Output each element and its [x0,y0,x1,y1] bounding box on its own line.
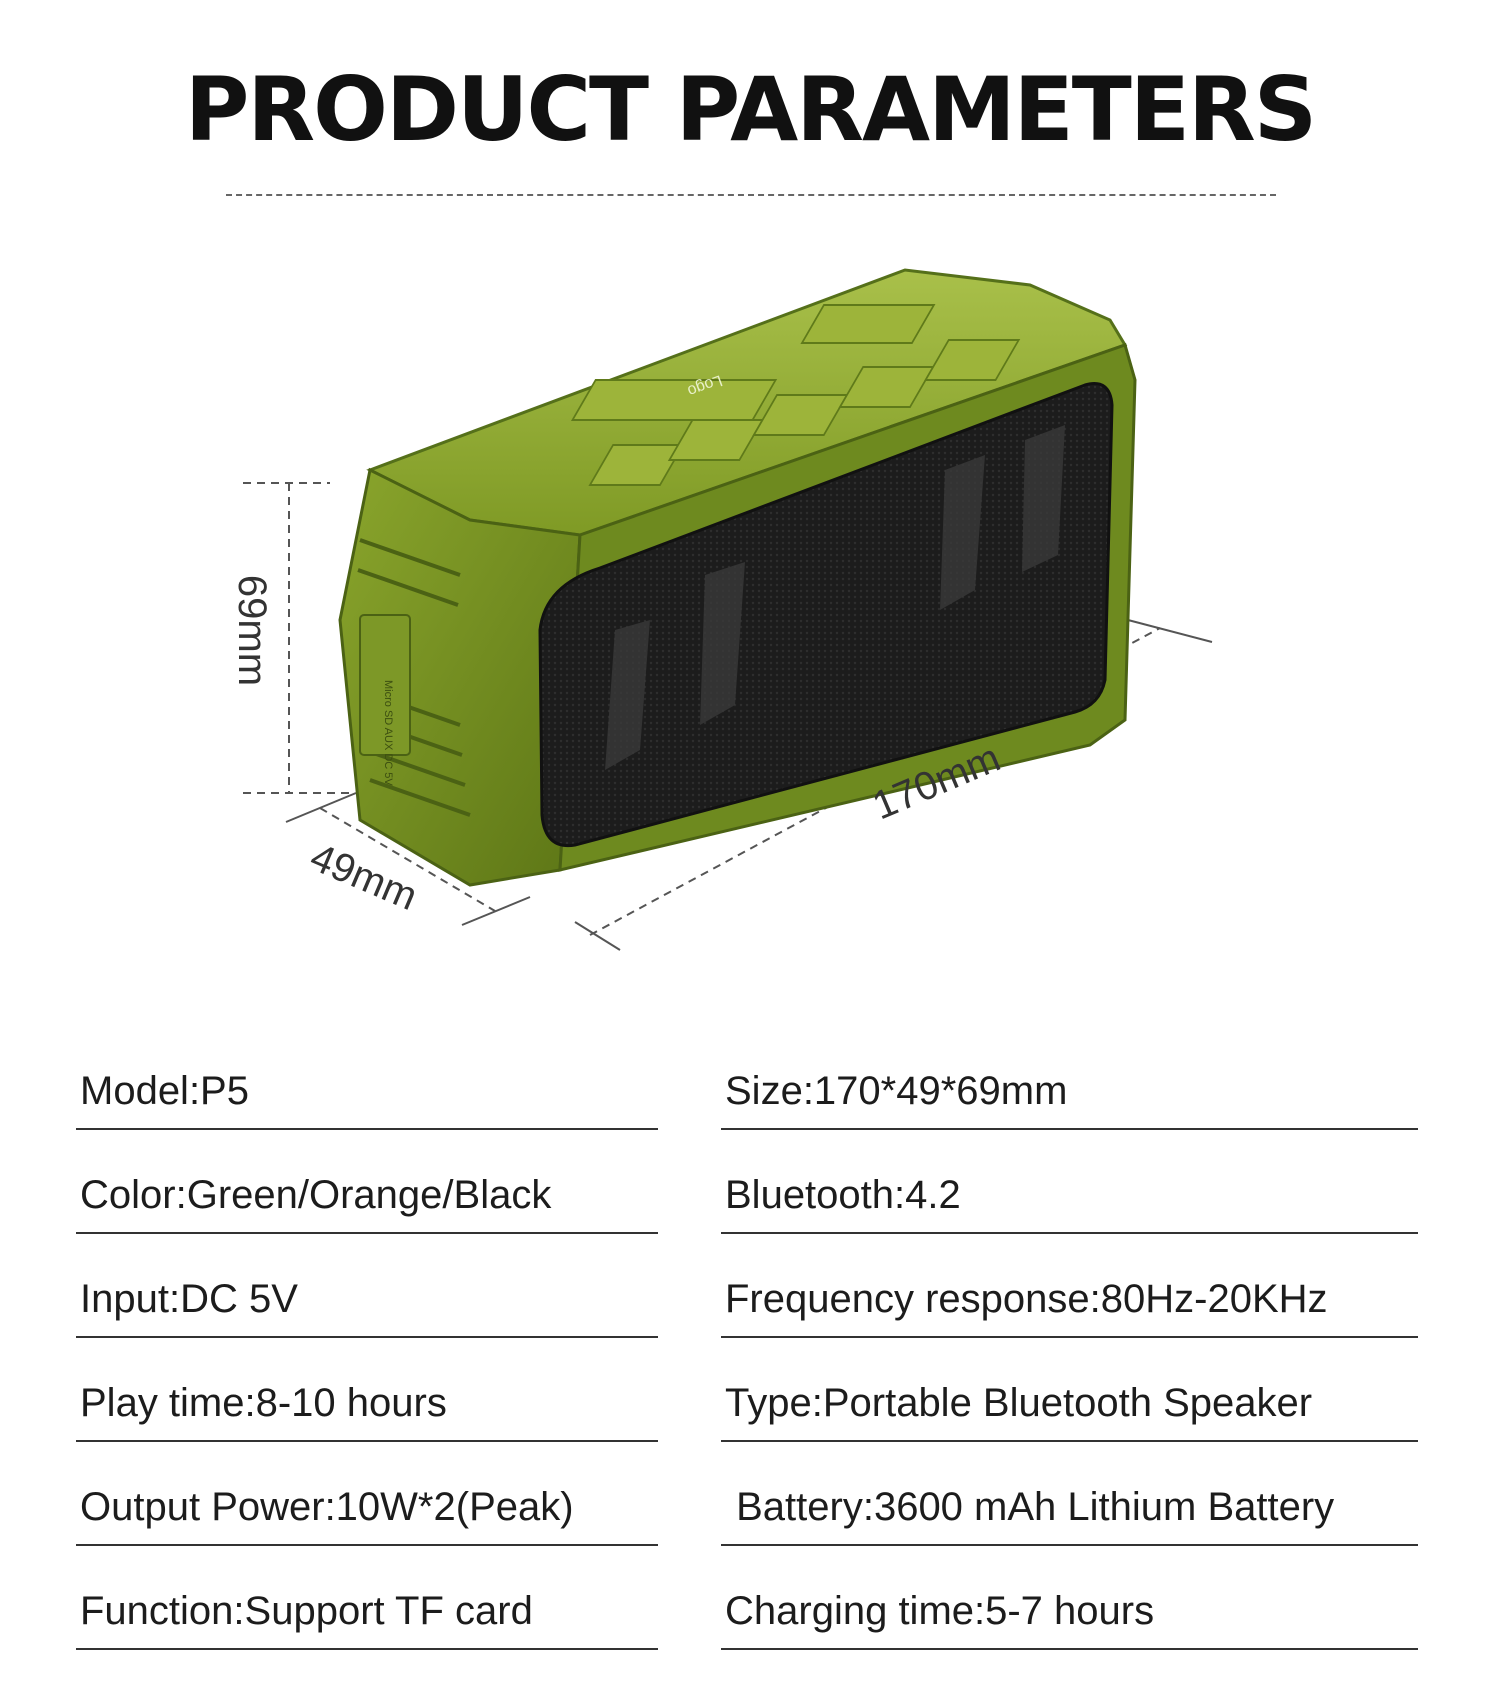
page-title: PRODUCT PARAMETERS [184,58,1317,161]
spec-charging-time: Charging time:5-7 hours [725,1588,1155,1633]
spec-row: Bluetooth:4.2 [721,1130,1418,1234]
port-label: Micro SD AUX DC 5V [382,680,394,786]
spec-function: Function:Support TF card [80,1588,533,1633]
spec-frequency: Frequency response:80Hz-20KHz [725,1276,1328,1321]
dimension-width-label: 170mm [866,735,1007,829]
dimension-depth-label: 49mm [304,835,424,920]
spec-row: Output Power:10W*2(Peak) [76,1442,658,1546]
spec-bluetooth: Bluetooth:4.2 [725,1172,961,1217]
spec-size: Size:170*49*69mm [725,1068,1068,1113]
spec-row: Frequency response:80Hz-20KHz [721,1234,1418,1338]
speaker-body [338,268,1137,887]
spec-row: Color:Green/Orange/Black [76,1130,658,1234]
logo-text: Logo [685,371,724,399]
spec-row: Function:Support TF card [76,1546,658,1650]
spec-row: Input:DC 5V [76,1234,658,1338]
dimension-height-label: 69mm [230,574,275,687]
spec-row: Charging time:5-7 hours [721,1546,1418,1650]
title-divider [226,194,1276,196]
spec-model: Model:P5 [80,1068,249,1113]
spec-type: Type:Portable Bluetooth Speaker [725,1380,1313,1425]
spec-row: Play time:8-10 hours [76,1338,658,1442]
spec-row: Type:Portable Bluetooth Speaker [721,1338,1418,1442]
spec-color: Color:Green/Orange/Black [80,1172,552,1217]
spec-output-power: Output Power:10W*2(Peak) [80,1484,574,1529]
spec-input: Input:DC 5V [80,1276,298,1321]
spec-row: Model:P5 [76,1026,658,1130]
spec-battery: Battery:3600 mAh Lithium Battery [725,1484,1335,1529]
spec-row: Battery:3600 mAh Lithium Battery [721,1442,1418,1546]
spec-row: Size:170*49*69mm [721,1026,1418,1130]
spec-play-time: Play time:8-10 hours [80,1380,447,1425]
